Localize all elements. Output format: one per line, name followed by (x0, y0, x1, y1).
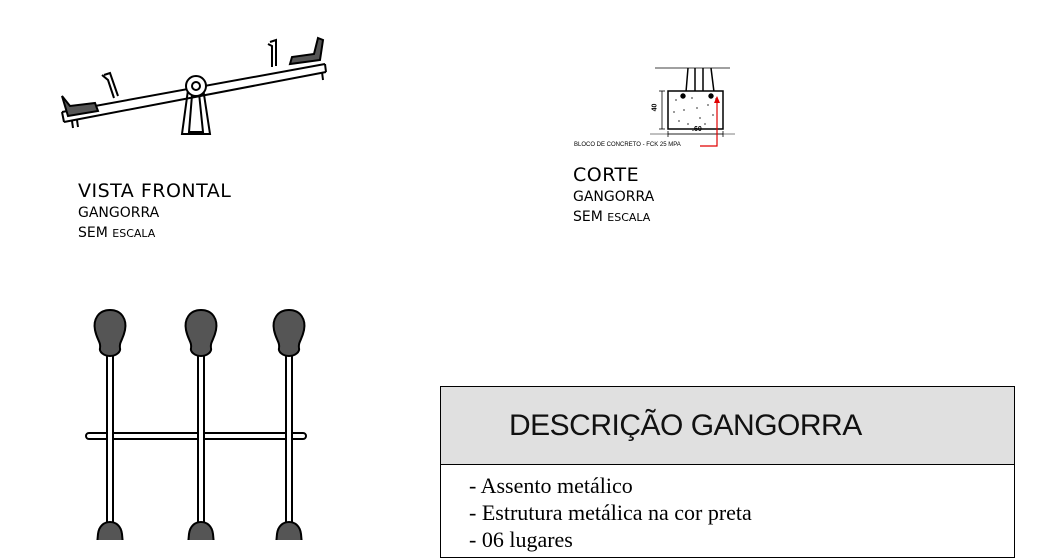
section-scale: SEM ESCALA (573, 210, 650, 224)
seesaw-front-view-drawing (61, 36, 327, 135)
front-view-title: VISTA FRONTAL (78, 180, 232, 202)
concrete-block-note: BLOCO DE CONCRETO - FCK 25 MPA (574, 142, 681, 148)
front-view-scale-word: SEM (78, 225, 108, 241)
drawing-canvas (61, 36, 735, 540)
description-item: - Assento metálico (469, 473, 633, 498)
seesaw-plan-view-drawing (85, 308, 307, 540)
description-header: DESCRIÇÃO GANGORRA (441, 387, 1014, 465)
section-scale-small: ESCALA (607, 211, 651, 224)
front-view-scale: SEM ESCALA (78, 226, 155, 240)
dimension-width: .60 (692, 126, 702, 133)
front-view-subtitle: GANGORRA (78, 205, 160, 221)
description-item: - Estrutura metálica na cor preta (469, 500, 752, 525)
section-subtitle: GANGORRA (573, 189, 655, 205)
description-title: DESCRIÇÃO GANGORRA (509, 408, 862, 442)
dimension-height: 40 (651, 103, 659, 112)
front-view-scale-small: ESCALA (112, 227, 156, 240)
description-table: DESCRIÇÃO GANGORRA - Assento metálico - … (440, 386, 1015, 558)
section-title: CORTE (573, 164, 640, 186)
section-scale-word: SEM (573, 209, 603, 225)
concrete-block-section-drawing (650, 67, 735, 147)
